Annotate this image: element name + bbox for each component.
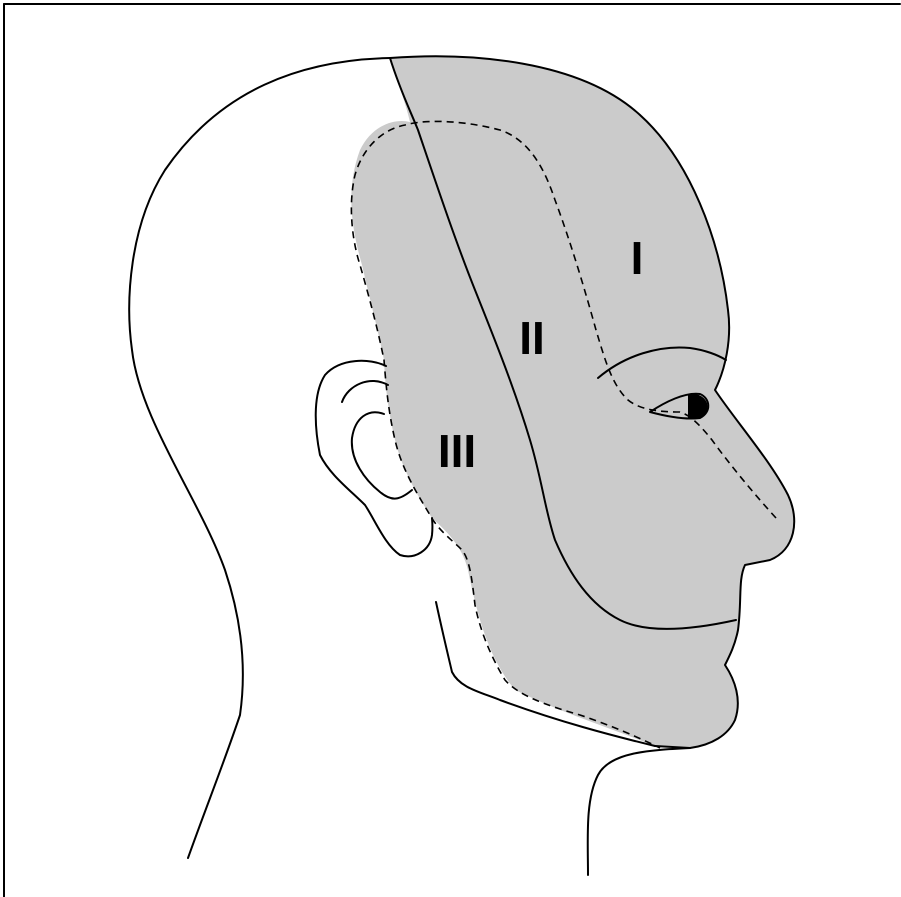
shaded-face-region: [351, 56, 794, 748]
skull-outline: [129, 58, 390, 858]
neck-front: [588, 748, 690, 875]
zone-label-i: I: [631, 232, 644, 284]
zone-label-ii: II: [519, 312, 545, 364]
zone-label-iii: III: [438, 425, 476, 477]
ear-inner-upper: [342, 381, 388, 402]
